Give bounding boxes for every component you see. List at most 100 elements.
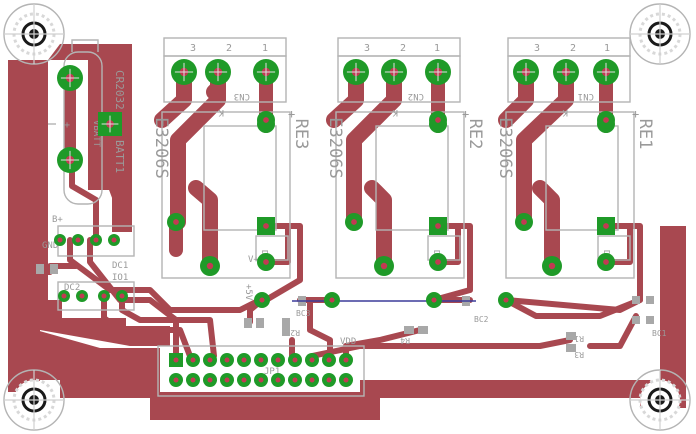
header-pad-top-7 <box>271 353 285 367</box>
terminal-pad-1-1 <box>171 59 197 85</box>
cn3-pin-1: 1 <box>262 43 268 54</box>
left-header-top-pad-2 <box>72 234 84 246</box>
relay2-part-label: E3206S <box>325 117 345 178</box>
relay-pad-e-1 <box>257 253 275 271</box>
relay2-ref-label: RE2 <box>465 119 485 150</box>
signal-pad-4 <box>498 292 514 308</box>
header-pad-top-11 <box>339 353 353 367</box>
header-pad-bottom-8 <box>288 373 302 387</box>
left-header-bot-pad-2 <box>76 290 88 302</box>
relay3-plus-mark: + <box>288 107 295 121</box>
r1-label: R1 <box>574 334 584 343</box>
header-pad-top-3 <box>203 353 217 367</box>
battery-pad-2 <box>98 112 122 136</box>
relay-pad-b-1 <box>200 256 220 276</box>
relay-pad-b-3 <box>542 256 562 276</box>
cn1-pin-1: 1 <box>604 43 610 54</box>
signal-pad-1 <box>254 292 270 308</box>
header-pad-bottom-11 <box>339 373 353 387</box>
header-pad-top-8 <box>288 353 302 367</box>
io1-label: IO1 <box>112 273 128 283</box>
relay-pad-d-3 <box>597 217 615 235</box>
relay-pad-a-1 <box>167 213 185 231</box>
relay-pad-e-3 <box>597 253 615 271</box>
header-pad-bottom-9 <box>305 373 319 387</box>
connector1-label: CN1 <box>578 91 594 101</box>
relay-pad-d-1 <box>257 217 275 235</box>
header-pad-bottom-10 <box>322 373 336 387</box>
relay-coil-pad-1 <box>257 111 275 129</box>
cn2-pin-3: 3 <box>364 43 370 54</box>
mounting-hole-br <box>630 370 690 430</box>
relay3-part-label: E3206S <box>151 117 171 178</box>
b-plus-label: B+ <box>52 215 63 225</box>
dc2-label: DC2 <box>64 283 80 293</box>
bc3-label: BC3 <box>296 309 311 318</box>
terminal-pad-1-2 <box>205 59 231 85</box>
r3-label: R3 <box>574 350 584 359</box>
header-pad-bottom-4 <box>220 373 234 387</box>
left-header-bot-pad-4 <box>116 290 128 302</box>
battery-pad-3 <box>57 147 83 173</box>
relay-pad-a-3 <box>515 213 533 231</box>
v-plus-label: V+ <box>248 255 259 265</box>
r4-label: R4 <box>400 336 410 345</box>
cn3-pin-3: 3 <box>190 43 196 54</box>
mounting-hole-tr <box>630 4 690 64</box>
silk-labels: E3206S E3206S E3206S RE3 RE2 RE1 CN3 CN2… <box>42 43 667 377</box>
battery-plus-label: + <box>64 120 70 131</box>
connector2-label: CN2 <box>408 91 424 101</box>
cn1-pin-3: 3 <box>534 43 540 54</box>
header-pad-bottom-7 <box>271 373 285 387</box>
mounting-holes <box>4 4 690 430</box>
left-header-bot-pad-1 <box>58 290 70 302</box>
supply-label: +5V <box>243 284 253 301</box>
r2-label: R2 <box>290 328 300 337</box>
connector3-label: CN3 <box>234 91 250 101</box>
terminal-pad-1-3 <box>253 59 279 85</box>
relay1-ref-label: RE1 <box>635 119 655 150</box>
mounting-hole-tl <box>4 4 64 64</box>
terminal-pad-3-1 <box>513 59 539 85</box>
header-pad-bottom-3 <box>203 373 217 387</box>
terminal-pad-3-3 <box>593 59 619 85</box>
header-pad-top-4 <box>220 353 234 367</box>
header-pad-top-5 <box>237 353 251 367</box>
battery-label: CR2032 <box>113 70 126 110</box>
header-pad-bottom-6 <box>254 373 268 387</box>
vbatt-label: VBATT <box>91 120 101 148</box>
signal-pad-2 <box>324 292 340 308</box>
left-header-top-pad-3 <box>90 234 102 246</box>
cn2-pin-2: 2 <box>400 43 406 54</box>
terminal-pad-2-3 <box>425 59 451 85</box>
left-header-top-pad-1 <box>54 234 66 246</box>
bc1-label: BC1 <box>652 329 667 338</box>
relay-pad-b-2 <box>374 256 394 276</box>
dc1-label: DC1 <box>112 261 128 271</box>
cn1-pin-2: 2 <box>570 43 576 54</box>
gnd-label: GND <box>42 241 58 251</box>
header-pad-top-9 <box>305 353 319 367</box>
relay2-plus-mark: + <box>462 107 469 121</box>
relay3-k-label: K <box>218 107 224 117</box>
header-pad-bottom-2 <box>186 373 200 387</box>
smd-parts <box>36 264 654 352</box>
relay3-ref-label: RE3 <box>291 119 311 150</box>
cn3-pin-2: 2 <box>226 43 232 54</box>
header-pad-top-6 <box>254 353 268 367</box>
pads <box>54 59 619 387</box>
battery-pad-1 <box>57 65 83 91</box>
header-pad-bottom-5 <box>237 373 251 387</box>
vdd-label: VDD <box>340 337 356 347</box>
relay-pad-e-2 <box>429 253 447 271</box>
bc2-label: BC2 <box>474 315 489 324</box>
relay-coil-pad-2 <box>429 111 447 129</box>
terminal-pad-2-2 <box>381 59 407 85</box>
relay1-part-label: E3206S <box>495 117 515 178</box>
left-header-top-pad-4 <box>108 234 120 246</box>
relay1-k-label: K <box>562 107 568 117</box>
relay1-plus-mark: + <box>632 107 639 121</box>
relay-pad-d-2 <box>429 217 447 235</box>
header-label: JP1 <box>264 367 280 377</box>
